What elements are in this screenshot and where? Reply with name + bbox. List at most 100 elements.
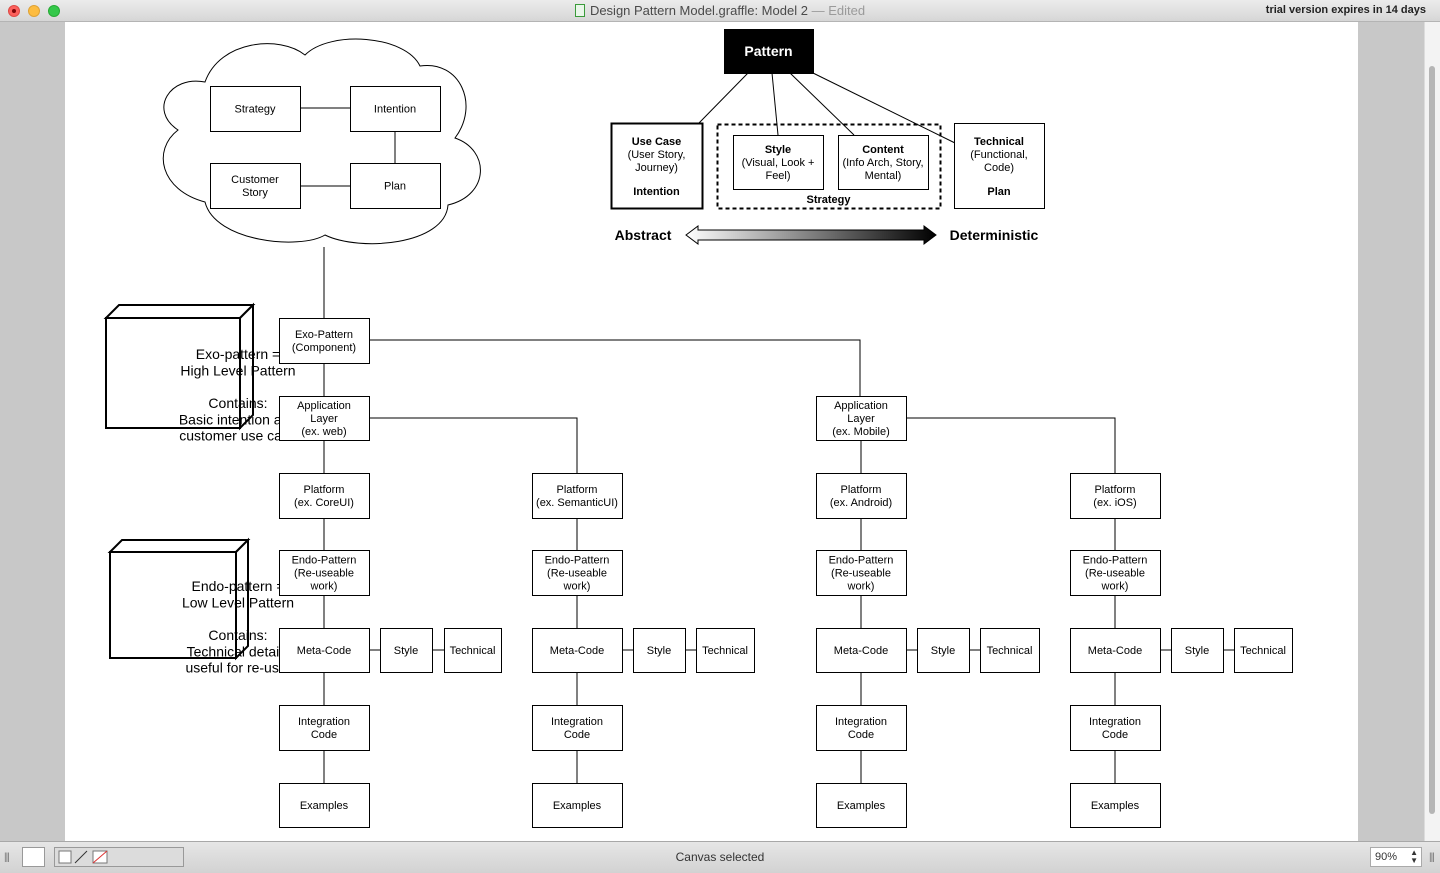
use-case-intention-label: Intention	[633, 186, 680, 198]
col0-meta-code-box[interactable]	[279, 628, 370, 673]
right-grip-icon[interactable]: |||	[1429, 852, 1435, 863]
col0-style-box-label: Style	[394, 645, 418, 657]
col2-meta-code-box[interactable]	[816, 628, 907, 673]
vertical-scrollbar[interactable]	[1424, 22, 1440, 841]
col3-meta-code-box-label: Meta-Code	[1088, 645, 1142, 657]
cloud-customer-story-box[interactable]	[210, 163, 301, 209]
deterministic-label: Deterministic	[950, 227, 1039, 243]
col1-platform-box-label: Platform(ex. SemanticUI)	[536, 484, 618, 509]
cloud-strategy-box[interactable]	[210, 86, 301, 132]
col1-meta-code-box[interactable]	[532, 628, 623, 673]
col1-technical-box[interactable]	[696, 628, 755, 673]
scroll-thumb[interactable]	[1429, 66, 1435, 814]
left-grip-icon[interactable]: |||	[4, 852, 10, 863]
trial-notice: trial version expires in 14 days	[1265, 4, 1426, 16]
window-title: Design Pattern Model.graffle: Model 2 — …	[0, 3, 1440, 18]
mobile-to-ios-connector	[906, 417, 1116, 473]
exo-pattern-box[interactable]	[279, 318, 370, 364]
col3-integration-code-box[interactable]	[1070, 705, 1161, 751]
window-titlebar: Design Pattern Model.graffle: Model 2 — …	[0, 0, 1440, 22]
abstract-label: Abstract	[615, 227, 672, 243]
technical-box[interactable]	[954, 123, 1045, 209]
col1-meta-code-box-label: Meta-Code	[550, 645, 604, 657]
exo-pattern-note	[103, 302, 256, 431]
col2-platform-box-label: Platform(ex. Android)	[830, 484, 892, 509]
pattern-title: Pattern	[744, 43, 792, 59]
col0-platform-box[interactable]	[279, 473, 370, 519]
pattern-box[interactable]	[724, 29, 814, 74]
exo-pattern-note-top	[103, 304, 256, 319]
col1-endo-pattern-box[interactable]	[532, 550, 623, 596]
pattern-content-box[interactable]	[838, 135, 929, 190]
col3-examples-box-label: Examples	[1091, 800, 1140, 812]
color-well[interactable]	[22, 847, 45, 867]
col2-endo-pattern-box[interactable]	[816, 550, 907, 596]
col2-examples-box-label: Examples	[837, 800, 886, 812]
app-layer-web-box[interactable]	[279, 396, 370, 441]
col1-style-box-label: Style	[647, 645, 671, 657]
zoom-field[interactable]: 90% ▲▼	[1370, 847, 1422, 867]
col1-platform-box[interactable]	[532, 473, 623, 519]
cloud-plan-box-label: Plan	[384, 180, 406, 192]
col1-examples-box[interactable]	[532, 783, 623, 828]
col3-endo-pattern-box[interactable]	[1070, 550, 1161, 596]
status-bar: ||| Canvas selected 90%▲▼ |||	[0, 841, 1440, 873]
style-tray[interactable]	[54, 847, 184, 867]
concept-cloud[interactable]	[162, 38, 481, 245]
close-window-button[interactable]	[8, 5, 20, 17]
cloud-intention-box-label: Intention	[374, 103, 416, 115]
unsaved-dot-icon	[12, 9, 16, 13]
pattern-style-box[interactable]	[733, 135, 824, 190]
col1-style-box[interactable]	[633, 628, 686, 673]
col1-integration-code-box[interactable]	[532, 705, 623, 751]
exo-pattern-note-front	[105, 317, 241, 429]
col3-technical-box-label: Technical	[1240, 645, 1286, 657]
col3-style-box[interactable]	[1171, 628, 1224, 673]
col0-style-box[interactable]	[380, 628, 433, 673]
col3-technical-box[interactable]	[1234, 628, 1293, 673]
pattern-connector-content	[789, 72, 855, 136]
pattern-connector-use-case	[698, 72, 749, 124]
minimize-window-button[interactable]	[28, 5, 40, 17]
col0-integration-code-box[interactable]	[279, 705, 370, 751]
use-case-box[interactable]	[610, 122, 704, 210]
exo-to-mobile-connector	[369, 339, 861, 396]
col3-platform-box[interactable]	[1070, 473, 1161, 519]
col0-endo-pattern-box[interactable]	[279, 550, 370, 596]
app-layer-mobile-box[interactable]	[816, 396, 907, 441]
abstract-deterministic-arrow	[685, 225, 937, 245]
title-separator: —	[811, 3, 825, 18]
fill-style-icon[interactable]	[58, 850, 72, 864]
zoom-window-button[interactable]	[48, 5, 60, 17]
col3-examples-box[interactable]	[1070, 783, 1161, 828]
col0-technical-box[interactable]	[444, 628, 502, 673]
col0-examples-box[interactable]	[279, 783, 370, 828]
col2-style-box[interactable]	[917, 628, 970, 673]
col3-meta-code-box[interactable]	[1070, 628, 1161, 673]
zoom-stepper-icon[interactable]: ▲▼	[1410, 848, 1418, 865]
edited-status: Edited	[828, 3, 866, 18]
col2-platform-box[interactable]	[816, 473, 907, 519]
col2-technical-box[interactable]	[980, 628, 1040, 673]
zoom-value: 90%	[1375, 851, 1398, 863]
col3-platform-box-label: Platform(ex. iOS)	[1093, 484, 1136, 509]
col2-examples-box[interactable]	[816, 783, 907, 828]
cloud-plan-box[interactable]	[350, 163, 441, 209]
line-style-icon[interactable]	[74, 850, 88, 864]
pattern-content-box-label: Content(Info Arch, Story,Mental)	[842, 144, 923, 182]
use-case-label: Use Case(User Story,Journey)	[628, 136, 686, 174]
pattern-connector-style	[771, 72, 779, 136]
document-title: Design Pattern Model.graffle: Model 2	[589, 3, 808, 18]
cloud-intention-box[interactable]	[350, 86, 441, 132]
col2-integration-code-box[interactable]	[816, 705, 907, 751]
exo-pattern-box-label: Exo-Pattern(Component)	[292, 329, 356, 354]
col0-meta-code-box-label: Meta-Code	[297, 645, 351, 657]
endo-pattern-note-top	[107, 539, 251, 553]
